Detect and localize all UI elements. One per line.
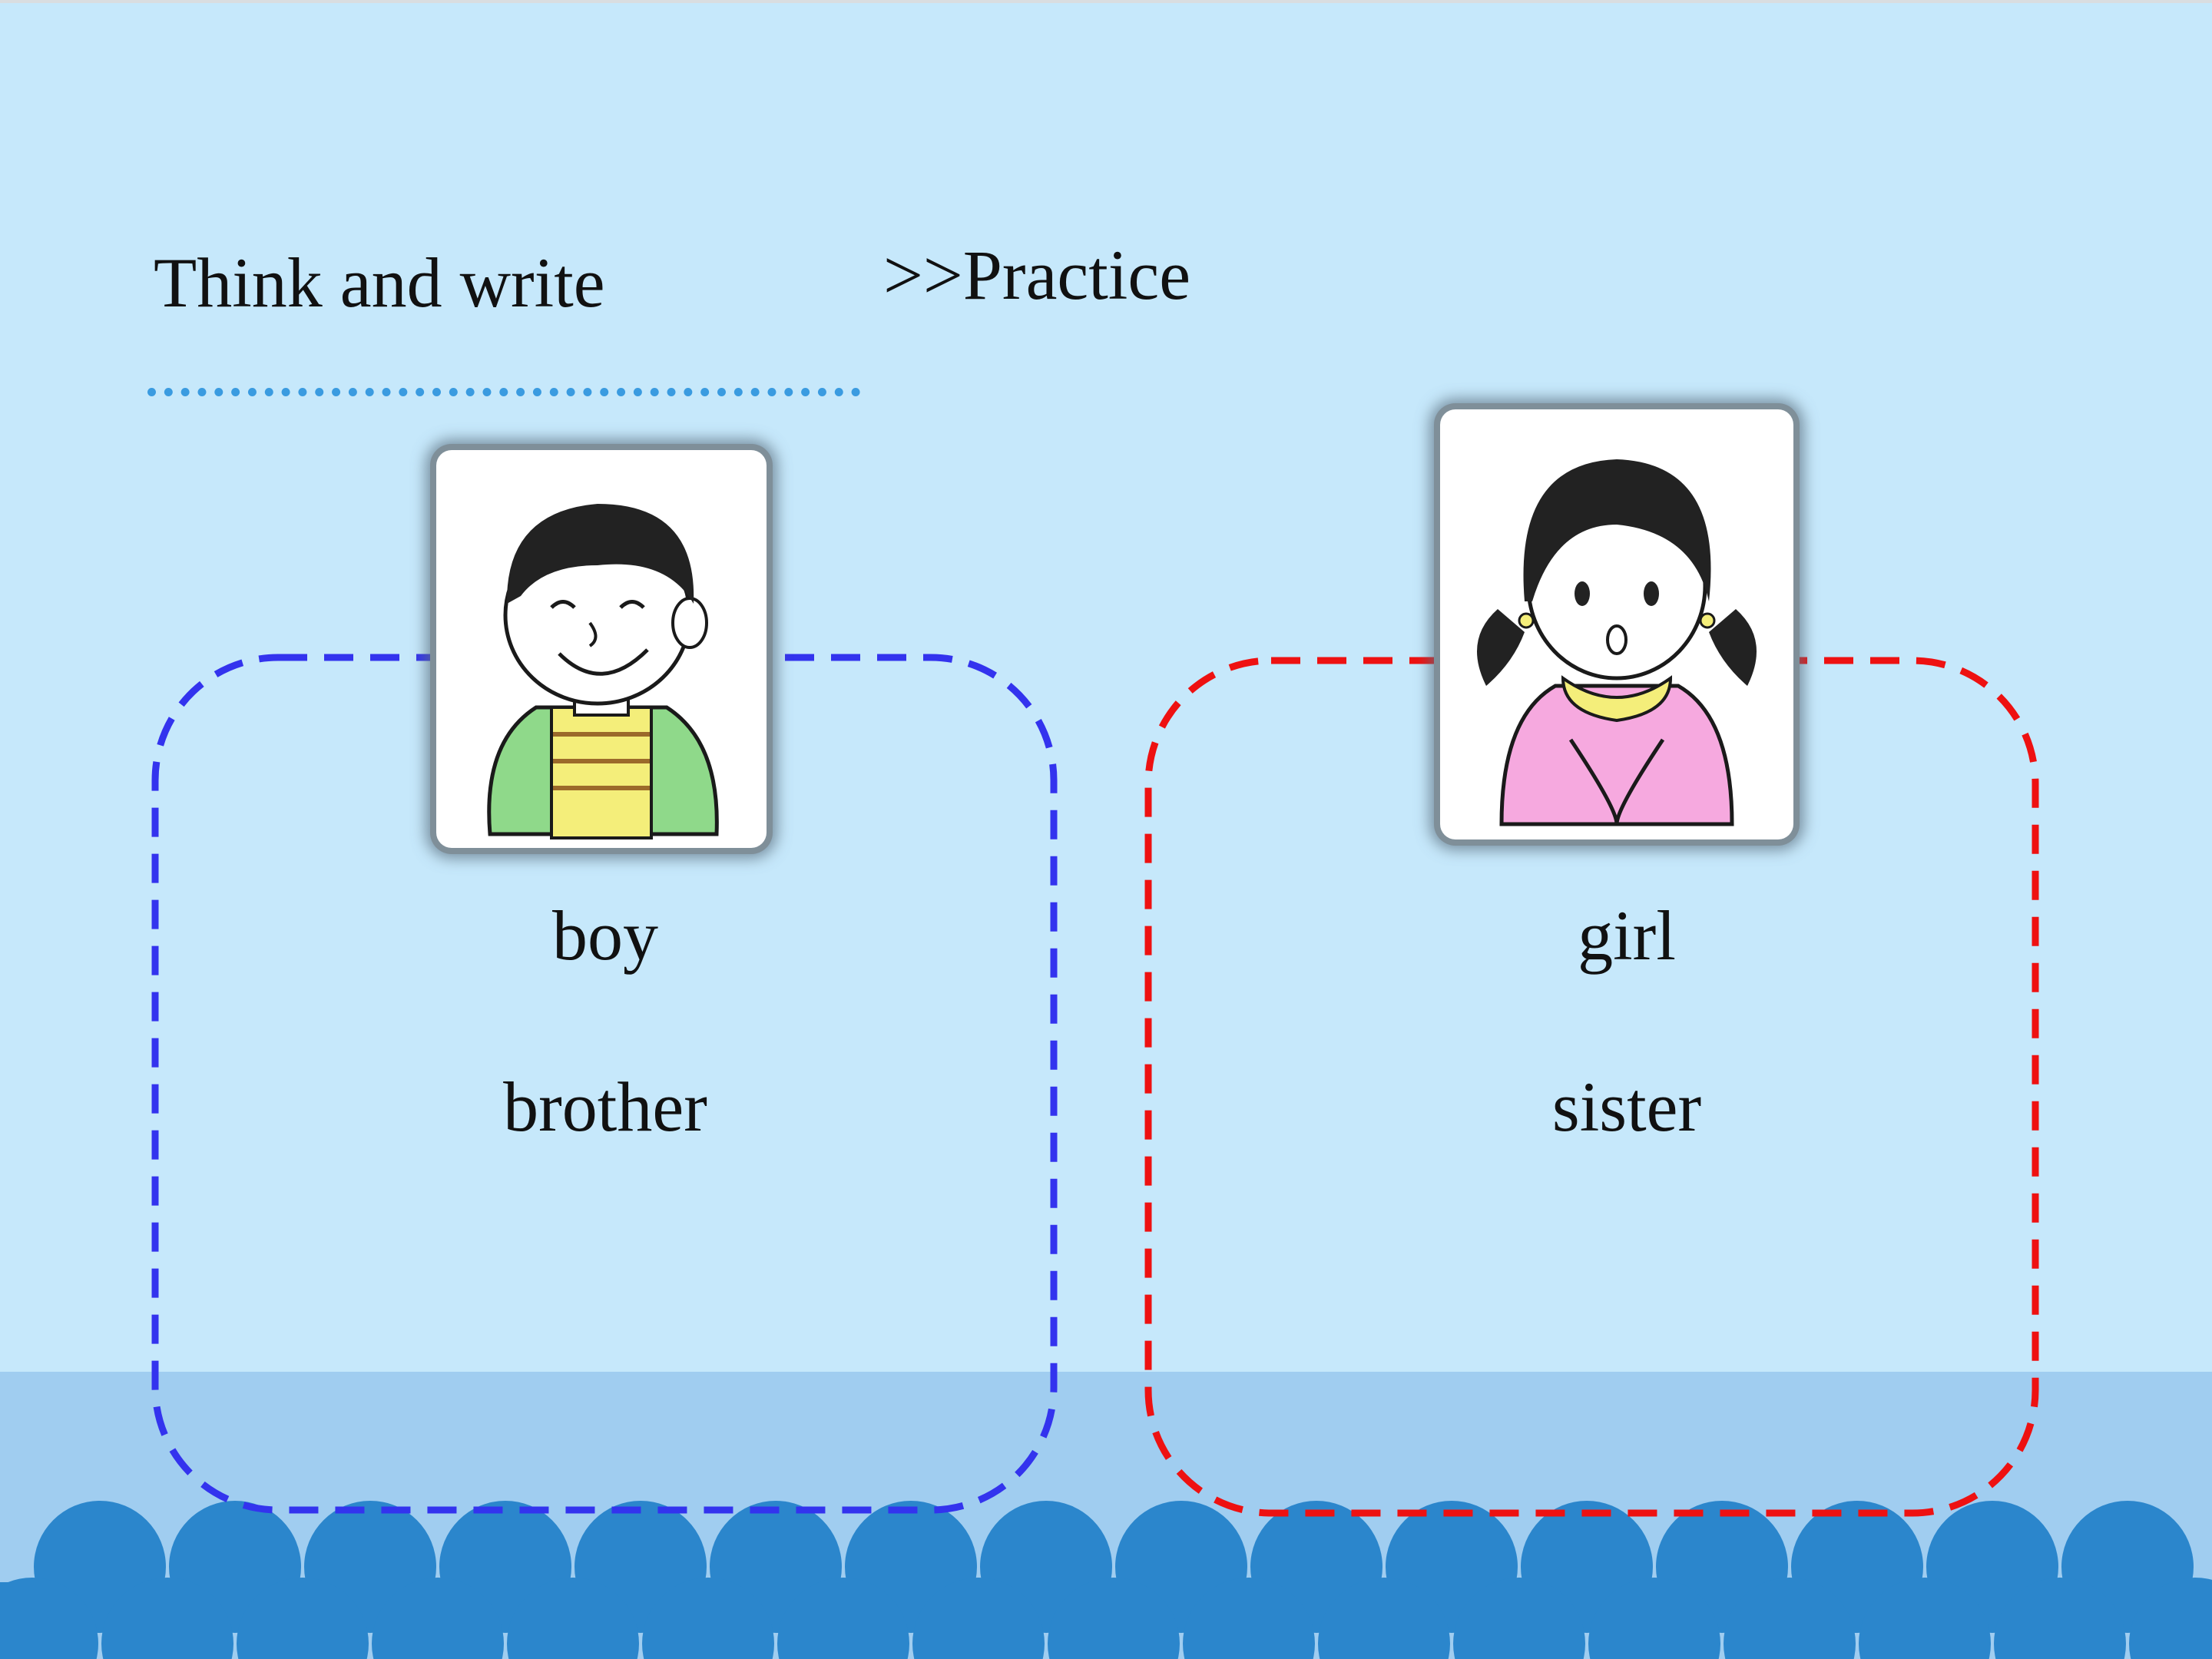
girl-word: girl [1578, 896, 1676, 975]
girl-photo [1440, 409, 1793, 839]
boy-photo [436, 450, 767, 848]
top-edge [0, 0, 2212, 3]
section-label: >>Practice [883, 236, 1191, 314]
boy-illustration-icon [487, 504, 719, 839]
sister-word: sister [1551, 1068, 1702, 1146]
slide-title: Think and write [154, 243, 605, 322]
brother-word: brother [503, 1068, 707, 1146]
waves-decoration [0, 1501, 2212, 1659]
title-underline [147, 388, 860, 396]
girl-illustration-icon [1477, 459, 1757, 826]
boy-word: boy [552, 896, 658, 975]
